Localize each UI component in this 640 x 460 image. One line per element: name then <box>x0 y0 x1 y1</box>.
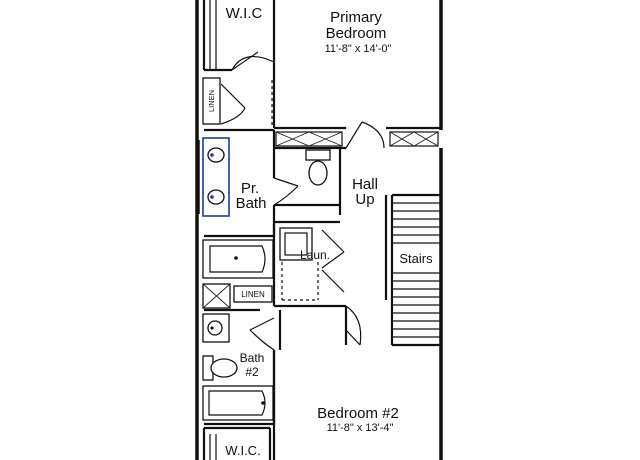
linen-top-door <box>220 83 246 125</box>
closet-door-right <box>389 131 439 147</box>
pr-bath-door <box>273 177 299 206</box>
tub-upper <box>202 239 274 279</box>
wic-top-label: W.I.C <box>226 5 263 22</box>
primary-bedroom-name-2: Bedroom <box>326 25 387 42</box>
bath2-toilet <box>202 355 238 381</box>
vanity-double-sink <box>196 137 230 217</box>
bedroom2-name: Bedroom #2 <box>317 405 399 422</box>
bedroom2-dims: 11'-8" x 13'-4" <box>327 422 394 434</box>
hall-label: Hall <box>352 176 378 193</box>
stairs-label: Stairs <box>399 251 433 266</box>
hvac-box <box>202 283 231 309</box>
linen-closet-top <box>202 77 221 125</box>
wic-top-door <box>231 51 275 71</box>
tub-lower <box>202 385 274 421</box>
bath2-sink <box>202 313 230 343</box>
laundry-door <box>321 229 345 293</box>
hall-up-label: Up <box>355 191 374 208</box>
stairs <box>384 193 441 347</box>
pr-bath-label-1: Pr. <box>241 180 259 197</box>
exterior-walls <box>195 0 443 460</box>
pr-bath-label-2: Bath <box>236 195 267 212</box>
primary-bedroom-name-1: Primary <box>330 9 382 26</box>
primary-bedroom-door <box>345 121 385 149</box>
primary-bedroom-dims: 11'-8" x 14'-0" <box>325 43 392 55</box>
bedroom2-walls <box>272 306 348 460</box>
pr-bath-toilet <box>305 149 331 186</box>
linen-top-label: LINEN <box>207 90 216 112</box>
wic-bottom <box>202 426 272 460</box>
bedroom2-door <box>345 305 362 346</box>
bath2-label-1: Bath <box>240 351 265 365</box>
wic-bottom-label: W.I.C. <box>225 443 260 458</box>
wic-top <box>202 0 276 128</box>
bath2-door <box>249 317 275 351</box>
linen-closet-mid <box>233 285 273 303</box>
laundry-walls <box>272 220 346 308</box>
laundry-label: Laun. <box>300 248 330 262</box>
closet-door-left <box>275 131 343 147</box>
bath2-label-2: #2 <box>245 365 259 379</box>
linen-mid-label: LINEN <box>241 290 265 299</box>
